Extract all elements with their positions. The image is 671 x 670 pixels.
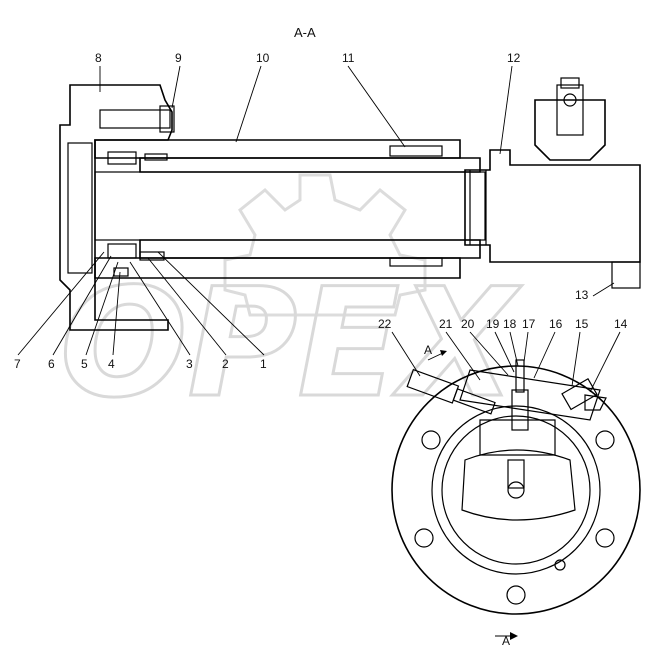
callout-9: 9 [175, 51, 182, 65]
view-marker-bottom: A [495, 632, 518, 648]
thread-11-top [389, 145, 443, 157]
upper-block [479, 419, 556, 456]
inner-body [461, 449, 576, 521]
wiper-bottom [139, 251, 165, 261]
callout-21: 21 [439, 317, 453, 331]
top-fitting [556, 84, 584, 136]
callout-2: 2 [222, 357, 229, 371]
head-recess [67, 142, 93, 274]
thread-11-bottom [389, 257, 443, 267]
flange-inner [431, 405, 601, 575]
callout-1: 1 [260, 357, 267, 371]
callout-13: 13 [575, 288, 589, 302]
top-bracket [534, 99, 606, 161]
callout-17: 17 [522, 317, 536, 331]
callout-6: 6 [48, 357, 55, 371]
seal-top [107, 151, 137, 165]
flange-view [391, 359, 641, 615]
cylinder-section [59, 77, 641, 331]
callout-7: 7 [14, 357, 21, 371]
callouts: 8 9 10 11 12 13 7 6 5 4 3 2 1 22 21 20 [14, 51, 628, 393]
outer-tube-top [94, 139, 461, 159]
seal-bottom [107, 243, 137, 259]
watermark-logo: OPEX [60, 257, 522, 431]
callout-14: 14 [614, 317, 628, 331]
callout-18: 18 [503, 317, 517, 331]
callout-4: 4 [108, 357, 115, 371]
callout-5: 5 [81, 357, 88, 371]
wiper-top [144, 153, 168, 161]
callout-3: 3 [186, 357, 193, 371]
fitting-13 [611, 261, 641, 289]
callout-16: 16 [549, 317, 563, 331]
svg-text:A: A [502, 634, 510, 648]
view-marker-top: A [424, 343, 447, 361]
inner-sleeve-top [139, 157, 481, 173]
section-title: A-A [294, 25, 316, 40]
callout-19: 19 [486, 317, 500, 331]
callout-20: 20 [461, 317, 475, 331]
callout-10: 10 [256, 51, 270, 65]
cross-channel [459, 369, 601, 421]
svg-text:A: A [424, 343, 432, 357]
rod-bore [94, 171, 486, 241]
inner-sleeve-bottom [139, 239, 481, 259]
oring-bottom [113, 267, 129, 277]
rod-end-housing [464, 149, 641, 263]
callout-12: 12 [507, 51, 521, 65]
callout-8: 8 [95, 51, 102, 65]
callout-22: 22 [378, 317, 392, 331]
callout-15: 15 [575, 317, 589, 331]
watermark: OPEX [59, 173, 523, 433]
callout-11: 11 [342, 51, 355, 65]
bolt-9-head [159, 105, 175, 133]
bolt-9 [99, 109, 171, 129]
